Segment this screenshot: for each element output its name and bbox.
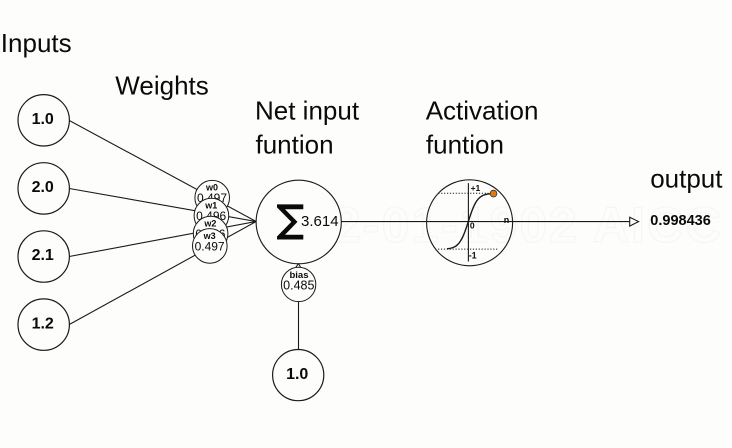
svg-text:+1: +1 (471, 183, 481, 193)
svg-text:w0: w0 (205, 183, 218, 193)
svg-text:bias: bias (289, 270, 308, 281)
svg-text:Net input: Net input (255, 95, 360, 125)
svg-text:0.998436: 0.998436 (650, 213, 710, 229)
svg-text:0: 0 (470, 221, 475, 231)
svg-text:2.1: 2.1 (32, 247, 54, 264)
svg-text:funtion: funtion (256, 129, 334, 159)
svg-text:Inputs: Inputs (1, 28, 72, 58)
svg-text:n: n (504, 215, 510, 225)
svg-text:Weights: Weights (115, 71, 208, 101)
svg-text:1.0: 1.0 (32, 111, 54, 128)
svg-text:0.497: 0.497 (195, 239, 225, 253)
svg-text:w1: w1 (204, 200, 217, 210)
svg-text:2-01-1902 AICC: 2-01-1902 AICC (333, 197, 723, 253)
svg-text:w2: w2 (203, 218, 216, 228)
svg-text:0.485: 0.485 (283, 279, 314, 293)
svg-text:3.614: 3.614 (301, 213, 339, 230)
svg-text:1.2: 1.2 (32, 315, 54, 332)
svg-text:2.0: 2.0 (32, 179, 54, 196)
svg-text:-1: -1 (469, 250, 477, 260)
svg-text:output: output (650, 164, 723, 194)
svg-text:Activation: Activation (426, 95, 539, 125)
svg-text:w3: w3 (203, 231, 216, 241)
svg-text:funtion: funtion (426, 129, 504, 159)
svg-text:1.0: 1.0 (286, 366, 308, 383)
